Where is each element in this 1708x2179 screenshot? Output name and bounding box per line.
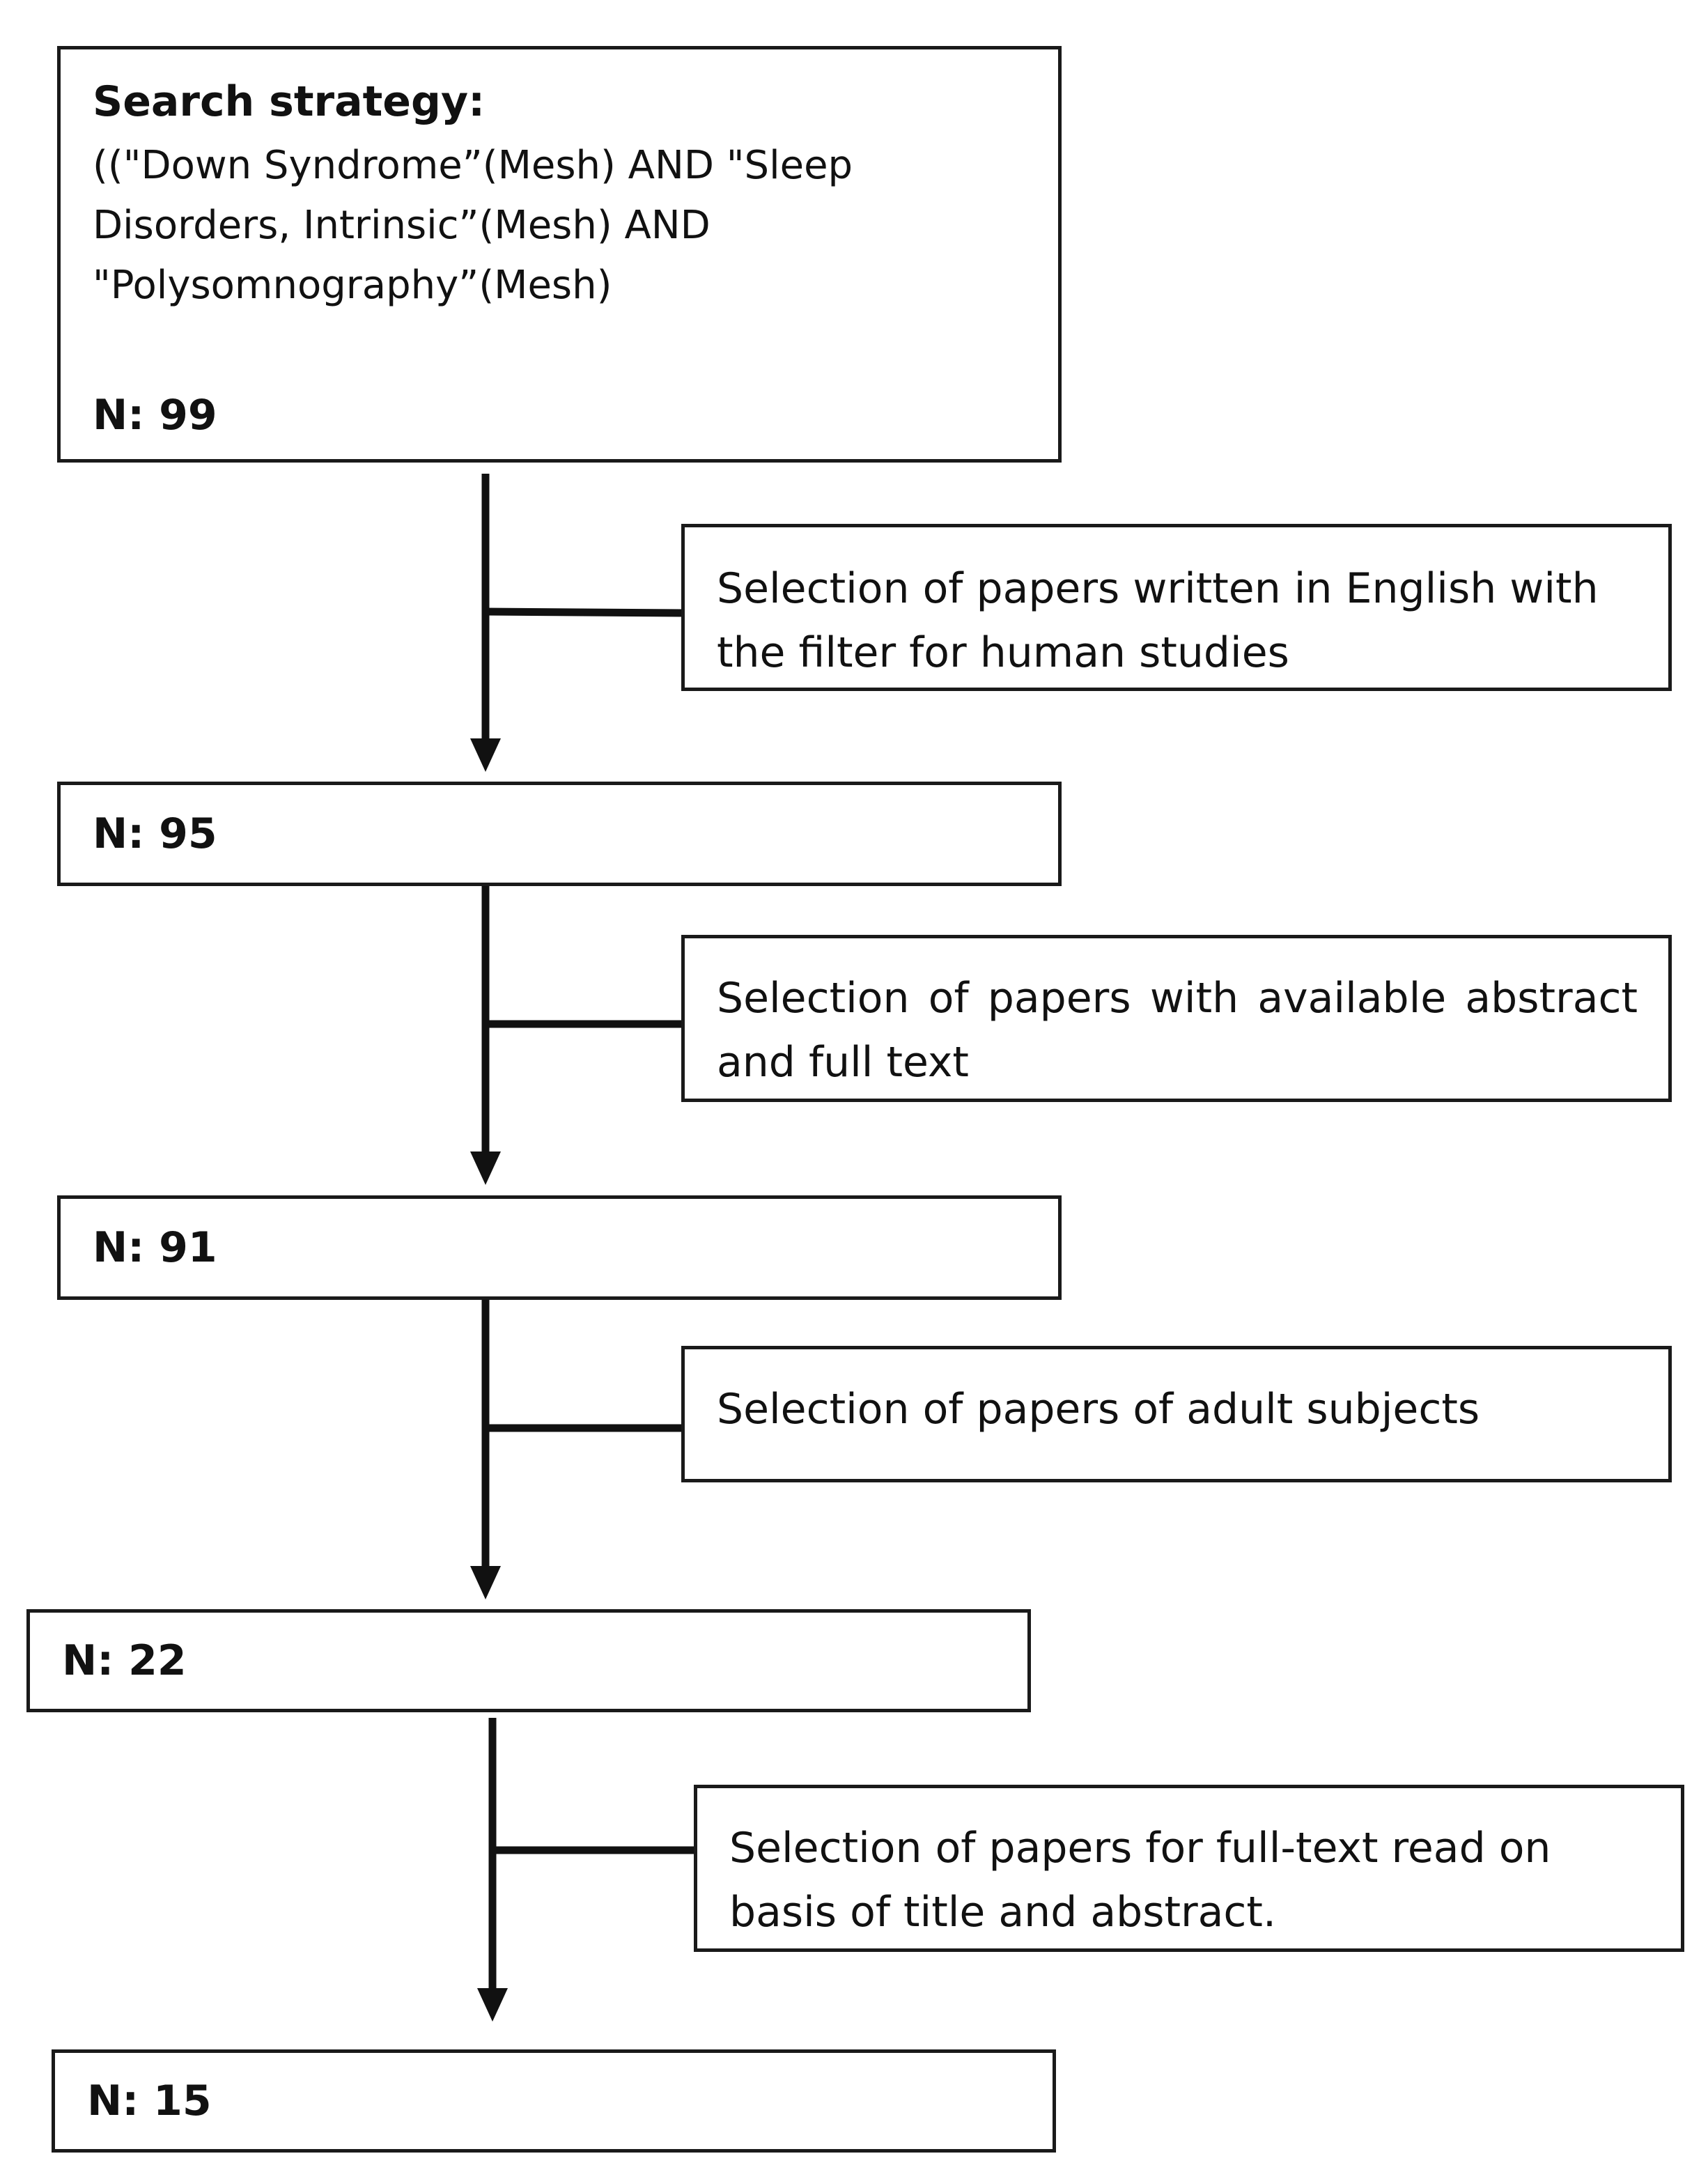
filter-text-3: Selection of papers of adult subjects (717, 1385, 1480, 1434)
result-count-2: N: 91 (93, 1223, 217, 1272)
filter-text-1: Selection of papers written in English w… (717, 564, 1599, 677)
filter-text-4: Selection of papers for full-text read o… (729, 1824, 1551, 1937)
arrow-head-2 (470, 1151, 501, 1185)
arrow-head-3 (470, 1566, 501, 1599)
result-box-3: N: 22 (26, 1609, 1031, 1712)
filter-box-1: Selection of papers written in English w… (681, 524, 1672, 691)
result-count-1: N: 95 (93, 809, 217, 858)
search-query-line-2: Disorders, Intrinsic”(Mesh) AND (93, 203, 711, 248)
filter-box-4: Selection of papers for full-text read o… (694, 1785, 1684, 1952)
search-query-line-1: (("Down Syndrome”(Mesh) AND "Sleep (93, 143, 853, 188)
arrow-head-4 (477, 1988, 508, 2022)
result-box-1: N: 95 (57, 782, 1062, 886)
filter-text-2: Selection of papers with available abstr… (717, 974, 1638, 1087)
arrow-head-1 (470, 738, 501, 772)
result-count-3: N: 22 (62, 1636, 187, 1685)
initial-count: N: 99 (93, 391, 217, 440)
result-box-2: N: 91 (57, 1195, 1062, 1300)
branch-line-1 (485, 607, 683, 617)
result-count-4: N: 15 (87, 2077, 212, 2125)
search-strategy-box: Search strategy: (("Down Syndrome”(Mesh)… (57, 46, 1062, 463)
filter-box-3: Selection of papers of adult subjects (681, 1346, 1672, 1482)
filter-box-2: Selection of papers with available abstr… (681, 935, 1672, 1102)
search-query-line-3: "Polysomnography”(Mesh) (93, 263, 612, 308)
result-box-4: N: 15 (52, 2049, 1056, 2153)
search-strategy-title: Search strategy: (93, 77, 486, 126)
